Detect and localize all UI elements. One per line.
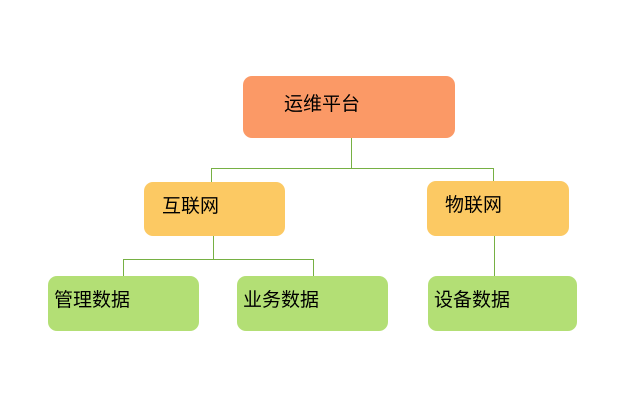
node-management-data-label: 管理数据	[54, 289, 131, 311]
node-internet-label: 互联网	[162, 194, 220, 217]
node-device-data: 设备数据	[428, 276, 577, 331]
connector-rail-to-management	[123, 259, 124, 276]
connector-rail-level3	[123, 259, 314, 260]
connector-root-to-rail	[351, 138, 352, 168]
connector-rail-to-business	[313, 259, 314, 276]
node-iot: 物联网	[427, 181, 569, 236]
node-business-data: 业务数据	[237, 276, 388, 331]
node-management-data: 管理数据	[48, 276, 199, 331]
node-ops-platform-label: 运维平台	[284, 92, 361, 115]
connector-rail-level2	[211, 168, 494, 169]
node-iot-label: 物联网	[445, 194, 503, 216]
connector-rail-to-internet	[211, 168, 212, 182]
connector-iot-to-device	[494, 236, 495, 276]
node-ops-platform: 运维平台	[243, 76, 455, 138]
connector-rail-to-iot	[493, 168, 494, 181]
node-internet: 互联网	[144, 182, 285, 236]
connector-internet-to-rail	[213, 236, 214, 259]
node-business-data-label: 业务数据	[243, 289, 320, 311]
node-device-data-label: 设备数据	[434, 289, 511, 311]
